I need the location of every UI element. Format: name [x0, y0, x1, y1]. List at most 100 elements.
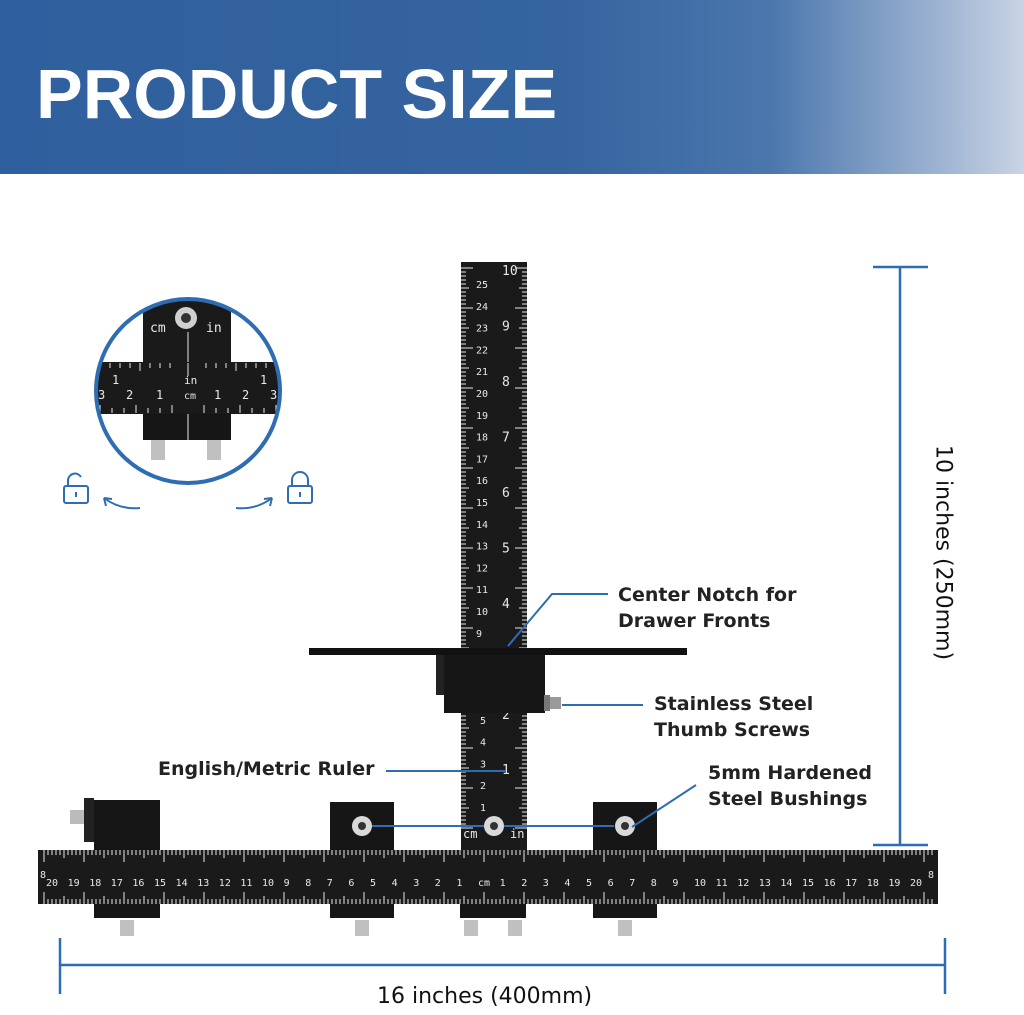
width-dimension-label: 16 inches (400mm)	[377, 984, 593, 1009]
svg-text:1: 1	[214, 388, 221, 402]
svg-text:8: 8	[305, 878, 311, 889]
ruler-label: English/Metric Ruler	[158, 758, 375, 780]
callout-lines	[372, 593, 697, 828]
svg-text:3: 3	[480, 759, 486, 770]
svg-text:5: 5	[370, 878, 376, 889]
svg-text:18: 18	[476, 433, 488, 444]
svg-text:15: 15	[476, 498, 488, 509]
svg-text:1: 1	[112, 373, 119, 387]
svg-text:1: 1	[456, 878, 462, 889]
svg-text:cm: cm	[463, 827, 477, 841]
svg-text:16: 16	[824, 878, 836, 889]
svg-text:5: 5	[480, 716, 486, 727]
rotate-right-arrow-icon	[235, 497, 273, 510]
center-bushing: cm in	[460, 816, 526, 936]
svg-text:12: 12	[476, 563, 488, 574]
svg-text:1: 1	[156, 388, 163, 402]
width-dimension-line	[58, 938, 947, 994]
svg-text:10: 10	[694, 878, 706, 889]
svg-text:2: 2	[502, 708, 510, 723]
svg-text:8: 8	[502, 375, 510, 390]
svg-text:3: 3	[413, 878, 419, 889]
svg-text:10: 10	[262, 878, 274, 889]
svg-text:in: in	[184, 374, 197, 387]
svg-text:1: 1	[260, 373, 267, 387]
svg-text:14: 14	[476, 520, 488, 531]
height-dimension-label: 10 inches (250mm)	[930, 444, 956, 661]
svg-text:12: 12	[219, 878, 231, 889]
center-notch-plate	[309, 648, 687, 655]
svg-text:7: 7	[629, 878, 635, 889]
center-notch-label-line2: Drawer Fronts	[618, 610, 771, 632]
svg-text:cm: cm	[184, 391, 196, 402]
svg-text:1: 1	[480, 803, 486, 814]
svg-text:16: 16	[132, 878, 144, 889]
svg-text:11: 11	[476, 585, 488, 596]
svg-text:4: 4	[502, 597, 510, 612]
center-notch-label: Center Notch for Drawer Fronts	[618, 582, 796, 634]
svg-text:cm: cm	[478, 878, 490, 889]
svg-text:20: 20	[476, 389, 488, 400]
svg-text:4: 4	[480, 738, 486, 749]
svg-text:4: 4	[392, 878, 398, 889]
svg-text:3: 3	[270, 388, 277, 402]
svg-text:17: 17	[845, 878, 857, 889]
svg-text:4: 4	[564, 878, 570, 889]
bushings-label: 5mm Hardened Steel Bushings	[708, 760, 872, 812]
svg-text:5: 5	[502, 542, 510, 557]
svg-text:19: 19	[476, 411, 488, 422]
thumb-screws-label-line2: Thumb Screws	[654, 719, 811, 741]
page-title: PRODUCT SIZE	[36, 55, 558, 133]
svg-text:5: 5	[586, 878, 592, 889]
svg-text:6: 6	[348, 878, 354, 889]
svg-text:9: 9	[672, 878, 678, 889]
center-notch-label-line1: Center Notch for	[618, 584, 797, 606]
svg-text:6: 6	[502, 486, 510, 501]
svg-text:11: 11	[716, 878, 728, 889]
thumb-screws-label-line1: Stainless Steel	[654, 693, 814, 715]
svg-text:1: 1	[500, 878, 506, 889]
svg-text:11: 11	[240, 878, 252, 889]
svg-text:8: 8	[928, 870, 934, 881]
svg-text:14: 14	[780, 878, 792, 889]
svg-text:10: 10	[476, 607, 488, 618]
unlock-icon	[63, 472, 89, 504]
svg-text:15: 15	[802, 878, 814, 889]
svg-text:9: 9	[284, 878, 290, 889]
svg-text:18: 18	[867, 878, 879, 889]
svg-text:6: 6	[608, 878, 614, 889]
svg-text:16: 16	[476, 476, 488, 487]
svg-text:12: 12	[737, 878, 749, 889]
rotate-left-arrow-icon	[103, 497, 141, 510]
slider-block	[436, 655, 561, 713]
svg-text:19: 19	[68, 878, 80, 889]
svg-text:13: 13	[759, 878, 771, 889]
vertical-ruler: 2524232221201918171615141312111096543211…	[461, 262, 527, 852]
svg-text:8: 8	[651, 878, 657, 889]
svg-text:14: 14	[176, 878, 188, 889]
svg-text:in: in	[206, 321, 222, 336]
svg-text:25: 25	[476, 280, 488, 291]
svg-text:13: 13	[197, 878, 209, 889]
svg-text:3: 3	[98, 388, 105, 402]
svg-text:18: 18	[89, 878, 101, 889]
svg-text:15: 15	[154, 878, 166, 889]
svg-text:2: 2	[521, 878, 527, 889]
lock-icon	[287, 471, 313, 504]
left-bushing-block	[330, 802, 394, 936]
svg-text:2: 2	[242, 388, 249, 402]
svg-text:20: 20	[46, 878, 58, 889]
left-end-block	[70, 798, 160, 936]
svg-text:22: 22	[476, 345, 488, 356]
svg-text:2: 2	[480, 781, 486, 792]
svg-text:17: 17	[476, 454, 488, 465]
svg-text:9: 9	[502, 320, 510, 335]
svg-text:10: 10	[502, 264, 518, 279]
svg-text:17: 17	[111, 878, 123, 889]
svg-text:7: 7	[327, 878, 333, 889]
svg-text:21: 21	[476, 367, 488, 378]
bushings-label-line1: 5mm Hardened	[708, 762, 873, 784]
